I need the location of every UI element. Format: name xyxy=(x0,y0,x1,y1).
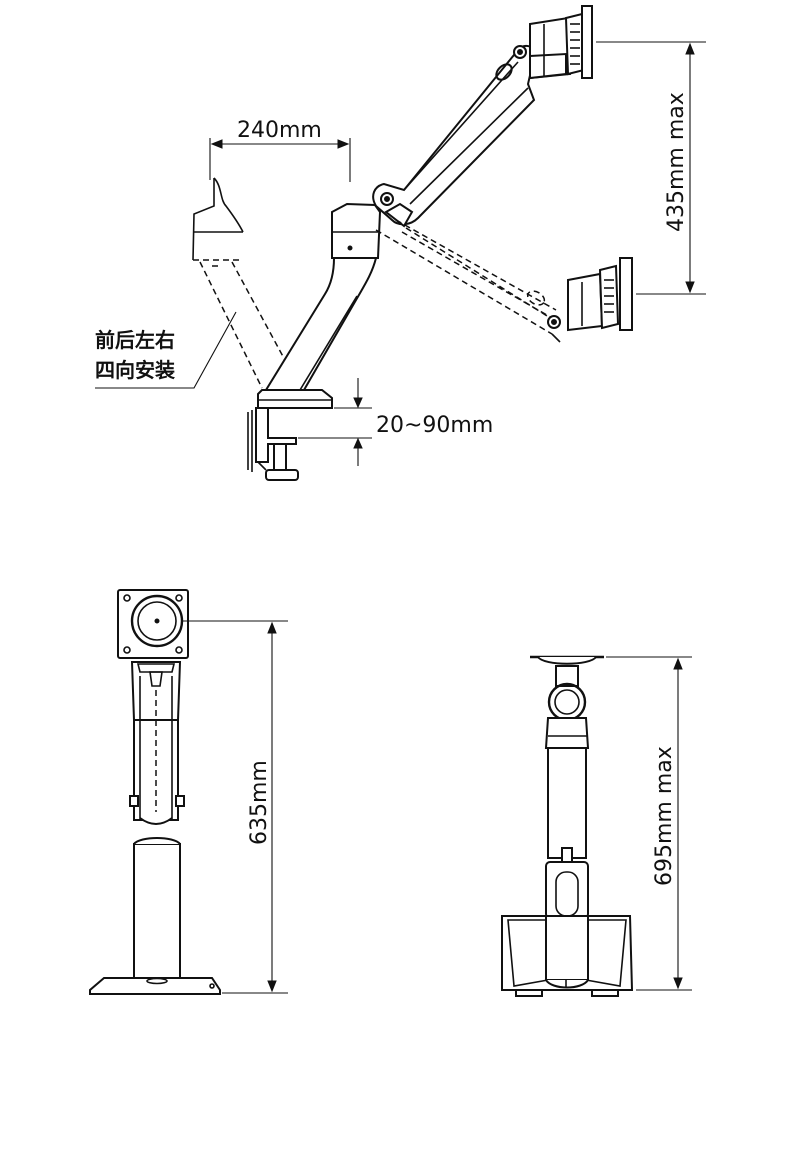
clamp-range-label: 20~90mm xyxy=(376,413,493,438)
max-height-label: 695mm max xyxy=(652,746,677,886)
alternate-pole-dashed xyxy=(192,177,301,389)
total-height-label: 635mm xyxy=(247,760,272,845)
side-view: 240mm xyxy=(95,5,706,481)
height-dimension: 435mm max xyxy=(596,41,706,295)
lower-arm-dashed xyxy=(375,219,561,343)
desk-clamp xyxy=(247,389,333,481)
total-height-dimension: 635mm xyxy=(182,620,288,994)
vesa-bracket-raised xyxy=(529,5,593,80)
main-pole xyxy=(264,202,382,391)
clamp-dimension: 20~90mm xyxy=(298,378,493,466)
front-view: 635mm xyxy=(89,589,288,995)
max-height-dimension: 695mm max xyxy=(606,656,692,991)
rotation-label-line2: 四向安装 xyxy=(95,358,175,382)
rotation-label-line1: 前后左右 xyxy=(95,328,175,352)
back-view: 695mm max xyxy=(501,655,692,997)
upper-arm-raised xyxy=(372,44,536,228)
height-range-label: 435mm max xyxy=(664,92,689,232)
reach-label: 240mm xyxy=(237,118,322,143)
reach-dimension: 240mm xyxy=(209,118,351,182)
rotation-note: 前后左右 四向安装 xyxy=(95,311,237,389)
vesa-bracket-lowered xyxy=(567,257,633,332)
